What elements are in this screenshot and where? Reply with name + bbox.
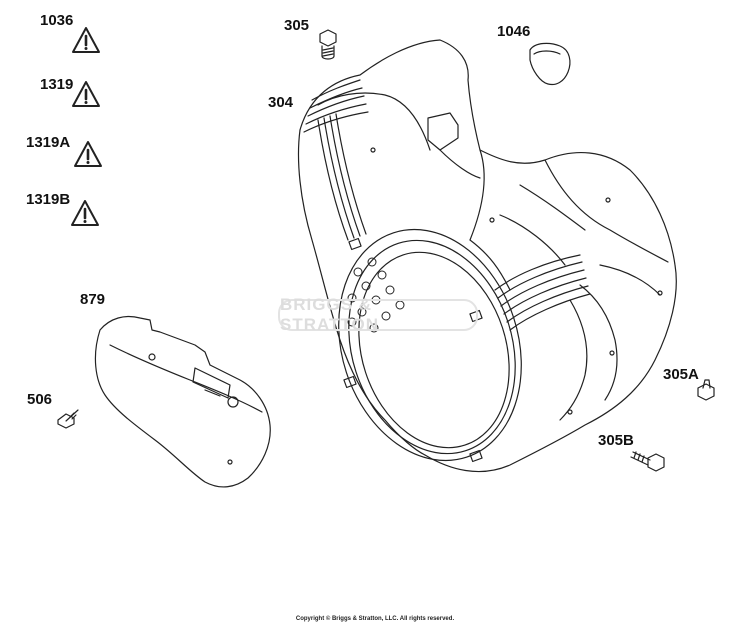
clip-part-1046 <box>529 42 571 86</box>
brand-watermark: BRIGGS & STRATTON <box>278 295 478 334</box>
grille-holes <box>347 257 405 333</box>
screw-part-305b <box>630 451 665 472</box>
callout-506: 506 <box>27 391 53 408</box>
callout-305a: 305A <box>663 366 699 383</box>
copyright-notice: Copyright © Briggs & Stratton, LLC. All … <box>295 616 455 622</box>
screw-part-506 <box>57 409 79 429</box>
callout-304: 304 <box>268 94 294 111</box>
callout-1319b: 1319B <box>26 191 71 208</box>
callout-1319a: 1319A <box>26 134 71 151</box>
callout-305: 305 <box>284 17 310 34</box>
blower-housing-part-304 <box>297 39 677 473</box>
warning-triangle-icon <box>71 200 99 226</box>
warning-triangle-icon <box>72 27 100 53</box>
callout-1319: 1319 <box>40 76 74 93</box>
callout-1036: 1036 <box>40 12 74 29</box>
screw-part-305a <box>697 379 715 401</box>
callout-305b: 305B <box>598 432 634 449</box>
warning-triangle-icon <box>72 81 100 107</box>
warning-triangle-icon <box>74 141 102 167</box>
callout-879: 879 <box>80 291 106 308</box>
baffle-part-879 <box>94 315 271 488</box>
screw-part-305 <box>319 29 337 60</box>
callout-1046: 1046 <box>497 23 531 40</box>
